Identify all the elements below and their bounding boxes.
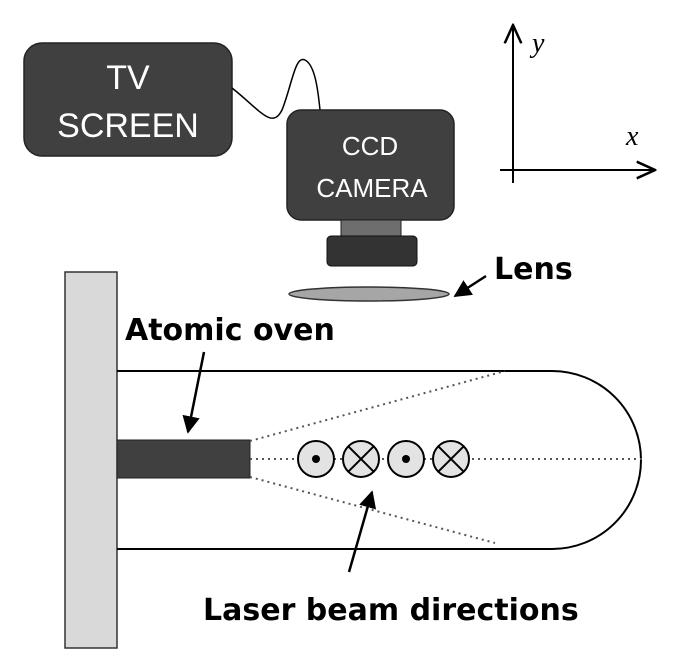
camera-objective [326, 235, 418, 267]
camera-label-line1: CCD [342, 131, 398, 161]
y-axis-label: y [529, 28, 545, 59]
beam-into-page-icon [432, 440, 470, 478]
tv-screen-label-line2: SCREEN [57, 107, 199, 145]
tv-screen-label-line1: TV [106, 59, 150, 97]
beam-out-of-page-icon [297, 440, 335, 478]
vacuum-flange [64, 271, 118, 649]
laser-beams-pointer-arrow [347, 490, 377, 573]
lens [288, 286, 450, 302]
camera-label-line2: CAMERA [316, 173, 428, 203]
lens-pointer-arrow [453, 274, 487, 298]
atomic-oven [116, 439, 251, 479]
lens-label: Lens [494, 252, 573, 287]
beam-divergence-lower [249, 476, 496, 544]
atomic-oven-pointer-arrow [182, 351, 206, 434]
beam-into-page-icon [342, 440, 380, 478]
ccd-camera: CCD CAMERA [286, 109, 455, 267]
camera-mount [340, 219, 402, 239]
laser-beams-label: Laser beam directions [203, 593, 579, 628]
x-axis-label: x [625, 121, 639, 152]
tv-screen: TV SCREEN [23, 42, 233, 157]
atomic-beam-lines [249, 370, 645, 544]
beam-divergence-upper [249, 370, 506, 442]
beam-out-of-page-icon [387, 440, 425, 478]
coordinate-axes: y x [500, 25, 655, 183]
laser-beam-markers [297, 440, 470, 478]
atomic-oven-label: Atomic oven [125, 313, 335, 348]
video-cable [231, 58, 321, 119]
